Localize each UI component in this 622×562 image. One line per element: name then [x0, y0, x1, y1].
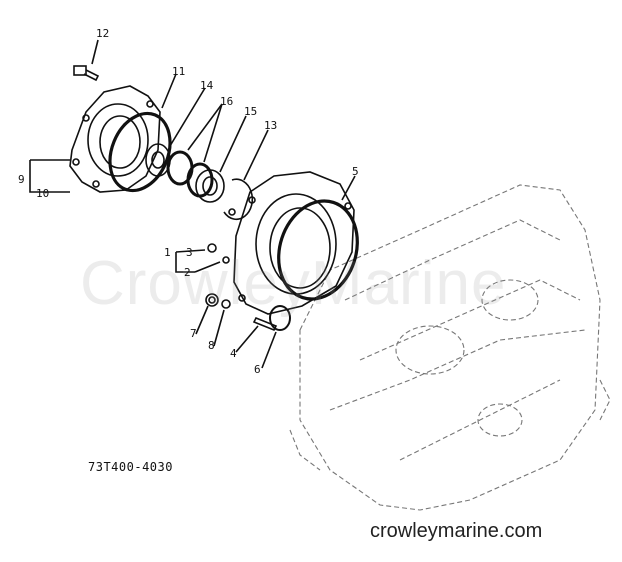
- callout-9: 9: [18, 173, 25, 186]
- callout-10: 10: [36, 187, 50, 200]
- callout-bracket-1: [175, 249, 206, 273]
- callout-16: 16: [220, 95, 234, 108]
- callout-1: 1: [164, 246, 171, 259]
- callout-bracket-9: [29, 159, 70, 193]
- callout-13: 13: [264, 119, 278, 132]
- engine-block-outline: [289, 184, 611, 511]
- watermark: CrowleyMarine: [80, 249, 507, 318]
- plug-part-7: [205, 293, 219, 307]
- seal-part-16b: [186, 162, 214, 198]
- callout-7: 7: [190, 327, 197, 340]
- washer-part-2: [222, 256, 230, 264]
- callout-6: 6: [254, 363, 261, 376]
- o-ring-part-6: [269, 305, 291, 331]
- callout-12: 12: [96, 27, 110, 40]
- o-ring-part-5: [277, 199, 359, 301]
- callout-5: 5: [352, 165, 359, 178]
- o-ring-part-11: [108, 111, 172, 193]
- bearing-part-15: [195, 169, 225, 203]
- screw-part-3: [207, 243, 217, 253]
- rear-flange-housing: [69, 85, 161, 193]
- part-code: 73T400-4030: [88, 460, 173, 474]
- footer-url: crowleymarine.com: [370, 520, 543, 542]
- callout-15: 15: [244, 105, 258, 118]
- stud-part-4: [252, 316, 278, 332]
- callout-4: 4: [230, 347, 237, 360]
- bolt-part-12: [73, 65, 100, 82]
- callout-8: 8: [208, 339, 215, 352]
- callout-14: 14: [200, 79, 214, 92]
- snap-ring-part-13: [223, 178, 254, 221]
- callout-11: 11: [172, 65, 186, 78]
- gasket-part-8: [221, 299, 231, 309]
- callout-2: 2: [184, 266, 191, 279]
- callout-3: 3: [186, 246, 193, 259]
